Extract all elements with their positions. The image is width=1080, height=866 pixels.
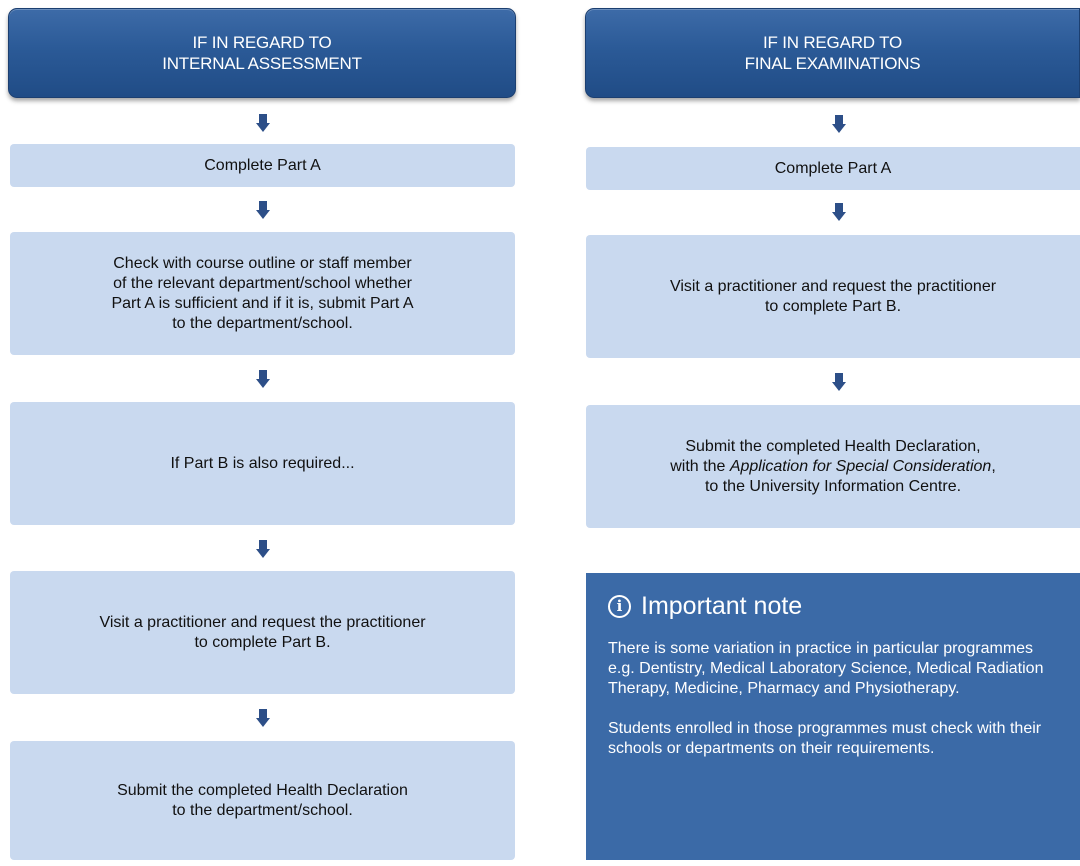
info-icon: i bbox=[608, 594, 631, 618]
step-visit-practitioner: Visit a practitioner and request the pra… bbox=[10, 571, 515, 694]
text-prefix: with the bbox=[670, 457, 730, 475]
step-complete-part-a: Complete Part A bbox=[586, 147, 1080, 190]
step-text-line: Submit the completed Health Declaration, bbox=[685, 437, 981, 455]
note-heading: i Important note bbox=[608, 591, 1058, 621]
text-suffix: , bbox=[991, 457, 996, 475]
header-final-examinations: IF IN REGARD TO FINAL EXAMINATIONS bbox=[585, 8, 1080, 98]
step-text-line: to the University Information Centre. bbox=[704, 477, 962, 495]
step-text-line: of the relevant department/school whethe… bbox=[113, 274, 412, 292]
header-line-1: IF IN REGARD TO bbox=[192, 33, 332, 52]
step-text-line-with-italic: with the Application for Special Conside… bbox=[670, 457, 996, 477]
step-text-line: to the department/school. bbox=[172, 314, 353, 332]
step-text-line: Visit a practitioner and request the pra… bbox=[99, 613, 426, 631]
step-label: If Part B is also required... bbox=[170, 454, 355, 472]
step-submit-declaration: Submit the completed Health Declaration … bbox=[10, 741, 515, 860]
step-complete-part-a: Complete Part A bbox=[10, 144, 515, 187]
down-arrow-icon bbox=[256, 370, 270, 388]
header-internal-assessment: IF IN REGARD TO INTERNAL ASSESSMENT bbox=[8, 8, 516, 98]
down-arrow-icon bbox=[256, 540, 270, 558]
down-arrow-icon bbox=[256, 201, 270, 219]
down-arrow-icon bbox=[832, 203, 846, 221]
step-visit-practitioner: Visit a practitioner and request the pra… bbox=[586, 235, 1080, 358]
step-label: Complete Part A bbox=[204, 156, 321, 174]
step-text-line: Visit a practitioner and request the pra… bbox=[669, 277, 997, 295]
note-paragraph-1: There is some variation in practice in p… bbox=[608, 640, 1044, 697]
step-text-line: to complete Part B. bbox=[194, 633, 331, 651]
step-text-line: to the department/school. bbox=[172, 801, 353, 819]
step-submit-declaration: Submit the completed Health Declaration,… bbox=[586, 405, 1080, 528]
header-line-2: INTERNAL ASSESSMENT bbox=[162, 54, 362, 73]
step-text-line: to complete Part B. bbox=[764, 297, 902, 315]
step-check-course-outline: Check with course outline or staff membe… bbox=[10, 232, 515, 355]
application-title: Application for Special Consideration bbox=[729, 457, 992, 475]
down-arrow-icon bbox=[256, 114, 270, 132]
step-label: Complete Part A bbox=[774, 159, 892, 177]
down-arrow-icon bbox=[832, 115, 846, 133]
step-text-line: Part A is sufficient and if it is, submi… bbox=[111, 294, 414, 312]
important-note-panel: i Important note There is some variation… bbox=[586, 573, 1080, 860]
step-text-line: Check with course outline or staff membe… bbox=[113, 254, 412, 272]
down-arrow-icon bbox=[256, 709, 270, 727]
note-title: Important note bbox=[641, 592, 803, 620]
note-paragraph-2: Students enrolled in those programmes mu… bbox=[608, 720, 1042, 757]
down-arrow-icon bbox=[832, 373, 846, 391]
step-if-part-b-required: If Part B is also required... bbox=[10, 402, 515, 525]
step-text-line: Submit the completed Health Declaration bbox=[117, 781, 408, 799]
header-line-1: IF IN REGARD TO bbox=[762, 33, 902, 52]
header-line-2: FINAL EXAMINATIONS bbox=[744, 54, 921, 73]
